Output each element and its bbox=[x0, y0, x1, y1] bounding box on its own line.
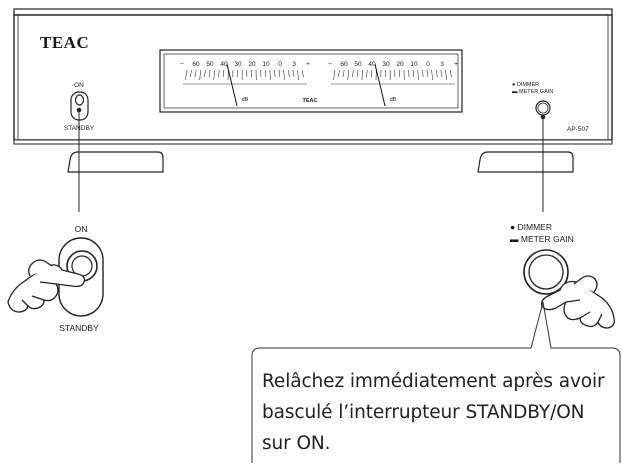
meter-right-scale-label: 20 bbox=[396, 61, 404, 68]
power-switch-on-label: ON bbox=[74, 82, 84, 89]
meter-right-scale-label: 60 bbox=[340, 61, 348, 68]
brand-logo: TEAC bbox=[40, 33, 89, 52]
zoom-on-label: ON bbox=[75, 224, 88, 234]
meter-left-scale-label: 30 bbox=[234, 61, 242, 68]
callout-text: Relâchez immédiatement après avoir bascu… bbox=[262, 366, 618, 459]
model-label: AP-507 bbox=[567, 126, 589, 133]
left-foot bbox=[68, 152, 163, 172]
zoom-dimmer-label: ● DIMMER bbox=[510, 222, 552, 232]
callout-line-1: Relâchez immédiatement après avoir bbox=[262, 366, 618, 397]
callout-line-3: sur ON. bbox=[262, 428, 618, 459]
meter-left-scale-label: 20 bbox=[248, 61, 256, 68]
dimmer-label: ● DIMMER bbox=[512, 82, 539, 88]
meter-center-logo: TEAC bbox=[303, 98, 318, 104]
meter-gain-label: ▬ METER GAIN bbox=[512, 89, 553, 95]
meter-right-scale-label: 50 bbox=[354, 61, 362, 68]
zoom-standby-label: STANDBY bbox=[59, 323, 99, 333]
zoom-meter-gain-label: ▬ METER GAIN bbox=[510, 234, 574, 244]
meter-right-scale-label: 0 bbox=[426, 61, 430, 68]
meter-right-scale-label: 3 bbox=[440, 61, 444, 68]
meter-right-scale-label: − bbox=[328, 61, 332, 68]
meter-left-scale-label: 3 bbox=[292, 61, 296, 68]
callout-line-2: basculé l’interrupteur STANDBY/ON bbox=[262, 397, 618, 428]
meter-left-scale-label: 50 bbox=[206, 61, 214, 68]
meter-right-scale-label: 10 bbox=[410, 61, 418, 68]
meter-right-scale-label: 30 bbox=[382, 61, 390, 68]
meter-left-scale-label: − bbox=[180, 61, 184, 68]
meter-right-unit-label: dB bbox=[390, 97, 397, 103]
meter-left-scale-label: + bbox=[306, 61, 310, 68]
meter-left-scale-label: 0 bbox=[278, 61, 282, 68]
meter-right-scale-label: + bbox=[454, 61, 458, 68]
meter-left-unit-label: dB bbox=[242, 97, 249, 103]
meter-left-scale-label: 60 bbox=[192, 61, 200, 68]
meter-window: TEAC bbox=[160, 50, 462, 112]
right-foot bbox=[478, 152, 573, 172]
meter-left-scale-label: 10 bbox=[262, 61, 270, 68]
